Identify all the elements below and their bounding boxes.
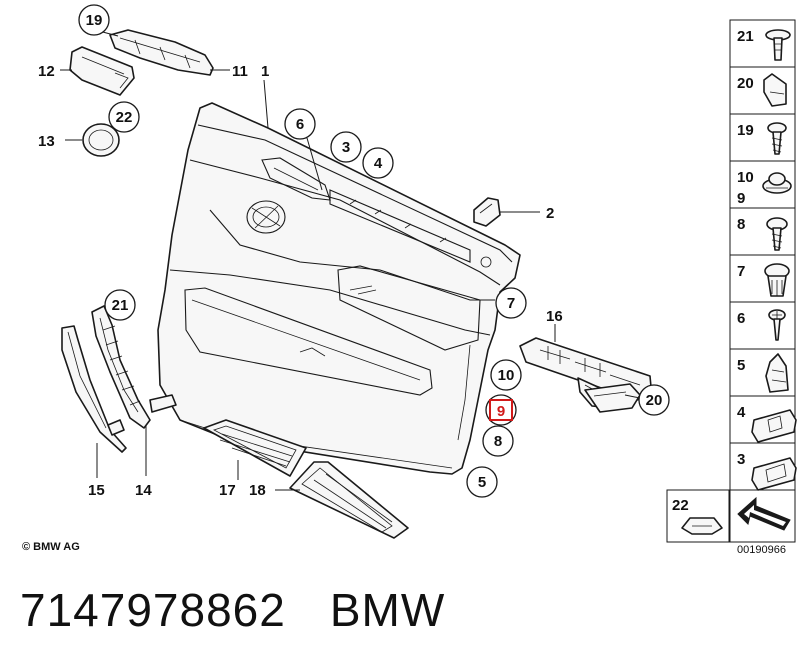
part-20-housing [584, 383, 641, 413]
callout-9-label: 9 [497, 403, 505, 420]
callout-4: 4 [362, 147, 394, 179]
bracket-clip-icon-2 [751, 457, 797, 491]
clip-icon [763, 73, 787, 107]
screw-icon [767, 122, 787, 155]
callout-1-label: 1 [261, 63, 269, 80]
callout-9-highlighted: 9 [485, 394, 517, 426]
callout-17-label: 17 [219, 482, 236, 499]
grab-handle [91, 305, 177, 436]
callout-3-label: 3 [342, 139, 350, 156]
callout-20-label: 20 [646, 392, 663, 409]
callout-12-label: 12 [38, 63, 55, 80]
bracket-clip-icon [751, 409, 797, 443]
small-screw-icon [768, 309, 786, 341]
callout-5: 5 [466, 466, 498, 498]
push-pin-icon [765, 29, 791, 61]
door-trim-panel [157, 102, 521, 475]
side-label-4: 4 [737, 404, 746, 421]
speaker-grille-small [203, 419, 307, 477]
round-cover [82, 123, 120, 157]
product-caption: 7147978862 BMW [20, 583, 489, 637]
side-label-22: 22 [672, 497, 689, 514]
callout-6: 6 [284, 108, 316, 140]
cap-icon [681, 517, 723, 535]
expansion-nut-icon [762, 172, 792, 194]
caption-part-number: 7147978862 [20, 584, 286, 636]
copyright-notice: © BMW AG [22, 541, 80, 553]
callout-19: 19 [78, 4, 110, 36]
callout-10-label: 10 [498, 367, 515, 384]
screw-icon-2 [766, 217, 788, 251]
callout-6-label: 6 [296, 116, 304, 133]
side-label-21: 21 [737, 28, 754, 45]
highlight-box [489, 399, 513, 421]
side-label-5: 5 [737, 357, 745, 374]
handle-trim [61, 325, 127, 453]
callout-20: 20 [638, 384, 670, 416]
fastener-side-panel: 21 20 19 10 9 8 7 6 5 4 3 22 [666, 19, 797, 543]
callout-4-label: 4 [374, 155, 383, 172]
caption-brand: BMW [329, 584, 446, 636]
handle-cover [69, 46, 135, 96]
callout-3: 3 [330, 131, 362, 163]
callout-11-label: 11 [232, 63, 248, 80]
callout-16-label: 16 [546, 308, 563, 325]
callout-14-label: 14 [135, 482, 152, 499]
side-label-10: 10 [737, 169, 754, 186]
side-label-20: 20 [737, 75, 754, 92]
callout-19-label: 19 [86, 12, 103, 29]
callout-22-label: 22 [116, 109, 133, 126]
callout-13-label: 13 [38, 133, 55, 150]
callout-15-label: 15 [88, 482, 105, 499]
spring-clip-icon [765, 353, 789, 393]
side-label-8: 8 [737, 216, 745, 233]
leader-lines [60, 29, 641, 491]
callout-22: 22 [108, 101, 140, 133]
callout-21: 21 [104, 289, 136, 321]
callout-7-label: 7 [507, 295, 515, 312]
callout-21-label: 21 [112, 297, 129, 314]
callout-8-label: 8 [494, 433, 502, 450]
part-2-clip [473, 197, 501, 268]
callout-8: 8 [482, 425, 514, 457]
door-pull-bracket [109, 29, 214, 76]
side-label-7: 7 [737, 263, 745, 280]
callout-18-label: 18 [249, 482, 266, 499]
callout-7: 7 [495, 287, 527, 319]
speaker-grille-long [289, 461, 409, 539]
diagram-number: 00190966 [737, 544, 786, 556]
side-label-6: 6 [737, 310, 745, 327]
side-label-9: 9 [737, 190, 745, 207]
callout-10: 10 [490, 359, 522, 391]
arrow-icon [737, 496, 791, 531]
callout-2-label: 2 [546, 205, 554, 222]
side-label-3: 3 [737, 451, 745, 468]
side-label-19: 19 [737, 122, 754, 139]
callout-5-label: 5 [478, 474, 486, 491]
rivet-icon [764, 263, 790, 297]
